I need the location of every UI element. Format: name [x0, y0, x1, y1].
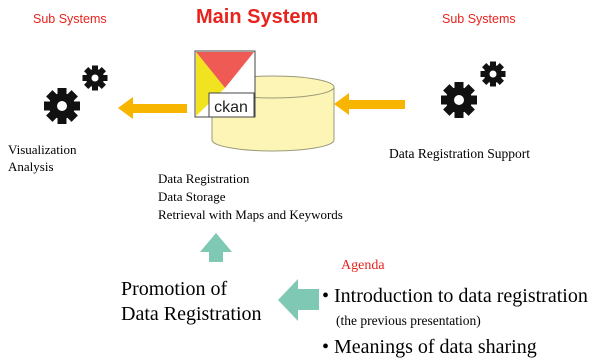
visualization-analysis-label: Visualization Analysis	[8, 142, 77, 174]
agenda-heading: Agenda	[341, 258, 385, 273]
ckan-logo: ckan	[194, 50, 256, 118]
gear-cluster-icon	[441, 61, 506, 118]
agenda-item-note: (the previous presentation)	[336, 313, 481, 328]
ckan-logo-text: ckan	[214, 99, 248, 116]
promotion-label: Promotion of Data Registration	[121, 278, 262, 325]
agenda-item: • Meanings of data sharing	[322, 336, 537, 358]
arrow-to-visualization	[118, 97, 187, 119]
arrow-to-main-system	[334, 93, 405, 115]
sub-systems-right-label: Sub Systems	[442, 12, 516, 26]
gear-cluster-icon	[44, 65, 108, 124]
data-registration-support-label: Data Registration Support	[389, 146, 530, 161]
main-system-title: Main System	[196, 6, 319, 28]
agenda-item: • Introduction to data registration	[322, 285, 588, 307]
arrow-up-promotion	[200, 233, 232, 262]
sub-systems-left-label: Sub Systems	[33, 12, 107, 26]
main-system-functions: Data Registration Data Storage Retrieval…	[158, 171, 343, 222]
arrow-left-agenda	[278, 279, 319, 321]
